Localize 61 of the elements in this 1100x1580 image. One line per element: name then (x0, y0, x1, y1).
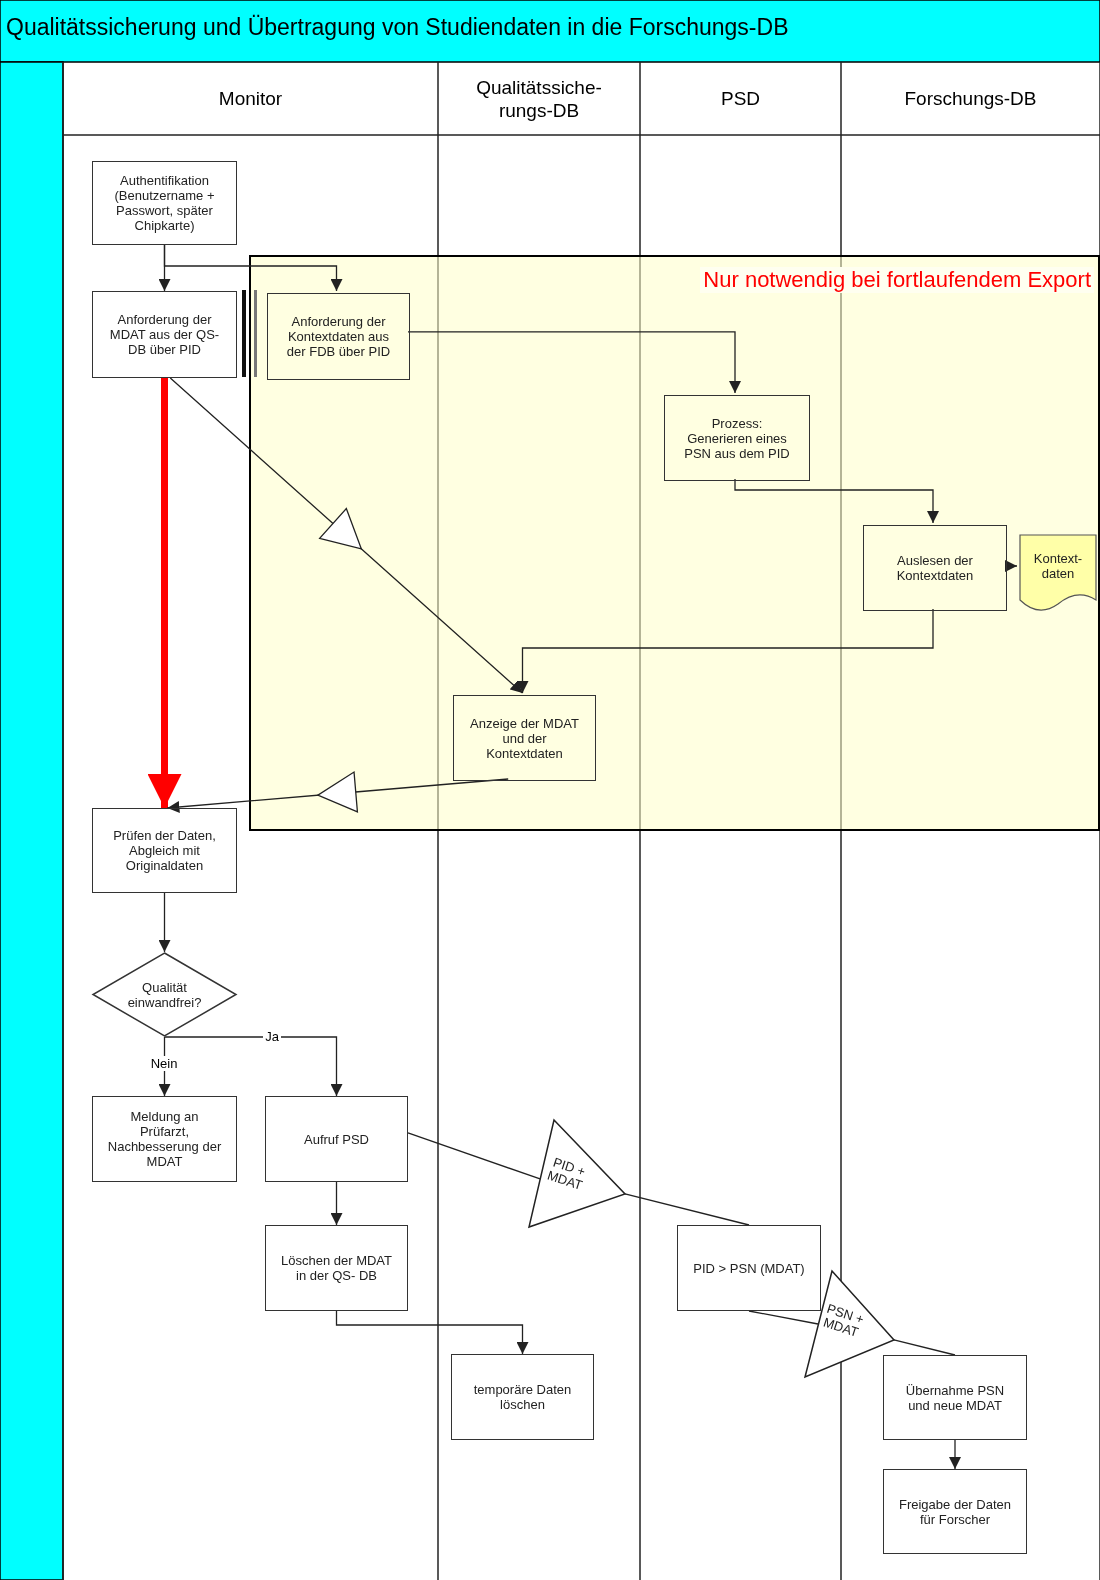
box-label: Meldung an Prüfarzt, Nachbesserung der MDAT (106, 1109, 223, 1169)
connector-line (893, 1339, 956, 1356)
decision-label: Qualität einwandfrei? (126, 979, 203, 1010)
triangle-label: PID + MDAT (544, 1153, 589, 1195)
connector-line (407, 1132, 541, 1180)
process-box (863, 525, 1007, 611)
process-box (265, 1096, 408, 1182)
arrow (330, 1181, 343, 1226)
data-triangle (805, 1271, 894, 1377)
box-label: Prozess: Generieren eines PSN aus dem PID (683, 415, 791, 461)
process-box (92, 161, 237, 245)
box-label: Löschen der MDAT in der QS- DB (280, 1253, 393, 1283)
connector-line (624, 1193, 750, 1226)
process-box (677, 1225, 821, 1311)
lane-header: Monitor (218, 87, 283, 110)
lane-header: Forschungs-DB (904, 87, 1037, 110)
triangle-label: PSN + MDAT (820, 1299, 867, 1342)
arrow (1004, 560, 1018, 572)
document-shape (1019, 534, 1097, 612)
arrow (163, 244, 343, 292)
arrow (158, 892, 171, 953)
arrow (734, 478, 939, 524)
edge-label: Nein (148, 1056, 180, 1071)
decision-diamond (92, 952, 237, 1037)
box-label: temporäre Daten löschen (472, 1382, 573, 1412)
process-box (883, 1469, 1027, 1554)
process-box (92, 808, 237, 893)
box-label: Authentifikation (Benutzername + Passwort, später Chipkarte) (113, 173, 216, 233)
box-label: Anzeige der MDAT und der Kontextdaten (469, 715, 580, 761)
edge-label: Ja (263, 1029, 281, 1044)
message-flow-arrow (166, 771, 509, 813)
box-label: PID > PSN (MDAT) (692, 1260, 806, 1276)
region-note: Nur notwendig bei fortlaufendem Export (700, 267, 1094, 293)
lane-header: Qualitätssiche- rungs-DB (475, 75, 603, 122)
process-box (92, 1096, 237, 1182)
box-label: Anforderung der MDAT aus der QS-DB über PID (108, 312, 221, 357)
process-box (92, 291, 237, 378)
message-flow-arrow (169, 377, 524, 694)
process-box (451, 1354, 594, 1440)
diagram-title: Qualitätssicherung und Übertragung von Studiendaten in die Forschungs-DB (6, 14, 789, 41)
arrow (335, 1310, 529, 1355)
process-box (883, 1355, 1027, 1440)
process-box (453, 695, 596, 781)
box-label: Freigabe der Daten für Forscher (898, 1496, 1012, 1527)
box-label: Anforderung der Kontextdaten aus der FDB über PID (285, 314, 392, 359)
lane-header: PSD (720, 87, 761, 110)
data-triangle (529, 1120, 625, 1227)
process-box (267, 293, 410, 380)
box-label: Aufruf PSD (303, 1131, 370, 1147)
arrow (516, 608, 934, 694)
box-label: Übernahme PSN und neue MDAT (904, 1382, 1006, 1413)
box-label: Prüfen der Daten, Abgleich mit Originaldaten (112, 828, 217, 873)
box-label: Auslesen der Kontextdaten (895, 553, 975, 583)
process-box (664, 395, 810, 481)
arrow (407, 331, 741, 394)
arrow (949, 1439, 961, 1470)
connector-line (748, 1310, 819, 1325)
process-box (265, 1225, 408, 1311)
document-label: Kontext- daten (1032, 551, 1084, 581)
optional-region (249, 255, 1100, 831)
arrow (163, 1036, 343, 1097)
